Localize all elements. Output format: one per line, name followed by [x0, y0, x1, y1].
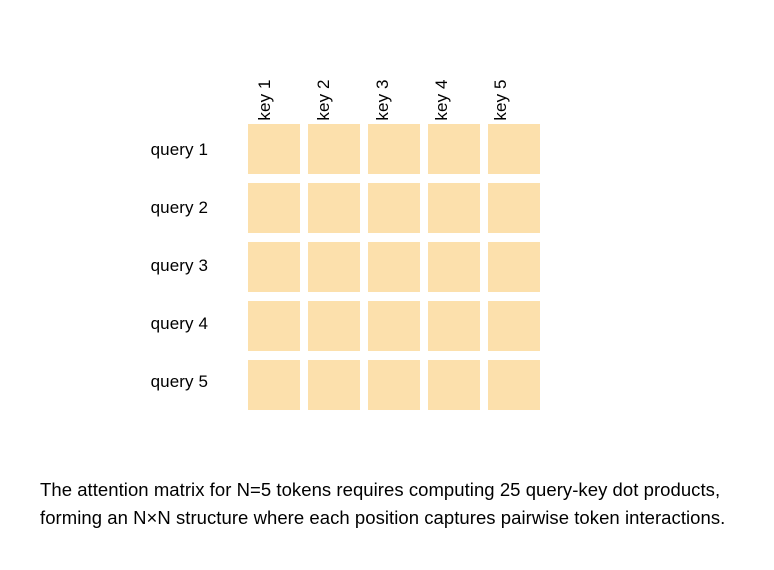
- figure-caption: The attention matrix for N=5 tokens requ…: [40, 478, 726, 528]
- matrix-cell: [248, 301, 300, 351]
- column-label-text: key 1: [255, 79, 274, 121]
- matrix-cell: [488, 183, 540, 233]
- matrix-cell: [248, 124, 300, 174]
- matrix-cell: [428, 124, 480, 174]
- row-label-query-3: query 3: [150, 255, 208, 275]
- matrix-cell: [428, 360, 480, 410]
- column-label-key-2: key 2: [307, 24, 359, 120]
- row-label-query-5: query 5: [150, 371, 208, 391]
- matrix-cell: [248, 360, 300, 410]
- column-label-key-4: key 4: [425, 24, 477, 120]
- matrix-cell: [488, 124, 540, 174]
- column-label-text: key 4: [432, 79, 451, 121]
- matrix-cell: [308, 183, 360, 233]
- matrix-cell: [428, 183, 480, 233]
- matrix-cell: [248, 183, 300, 233]
- attention-matrix-grid: [248, 124, 540, 412]
- matrix-cell: [368, 183, 420, 233]
- matrix-cell: [488, 301, 540, 351]
- column-label-key-3: key 3: [366, 24, 418, 120]
- matrix-cell: [488, 242, 540, 292]
- column-labels-row: key 1 key 2 key 3 key 4 key 5: [248, 24, 540, 120]
- column-label-text: key 5: [491, 79, 510, 121]
- matrix-cell: [428, 301, 480, 351]
- matrix-cell: [428, 242, 480, 292]
- matrix-cell: [488, 360, 540, 410]
- matrix-cell: [308, 360, 360, 410]
- matrix-cell: [368, 301, 420, 351]
- matrix-cell: [308, 124, 360, 174]
- row-labels-column: query 1 query 2 query 3 query 4 query 5: [40, 124, 228, 412]
- column-label-key-5: key 5: [484, 24, 536, 120]
- column-label-text: key 3: [373, 79, 392, 121]
- row-label-query-1: query 1: [150, 139, 208, 159]
- matrix-cell: [308, 301, 360, 351]
- matrix-cell: [368, 360, 420, 410]
- matrix-cell: [248, 242, 300, 292]
- column-label-text: key 2: [314, 79, 333, 121]
- matrix-cell: [368, 242, 420, 292]
- row-label-query-4: query 4: [150, 313, 208, 333]
- matrix-cell: [308, 242, 360, 292]
- row-label-query-2: query 2: [150, 197, 208, 217]
- column-label-key-1: key 1: [248, 24, 300, 120]
- matrix-cell: [368, 124, 420, 174]
